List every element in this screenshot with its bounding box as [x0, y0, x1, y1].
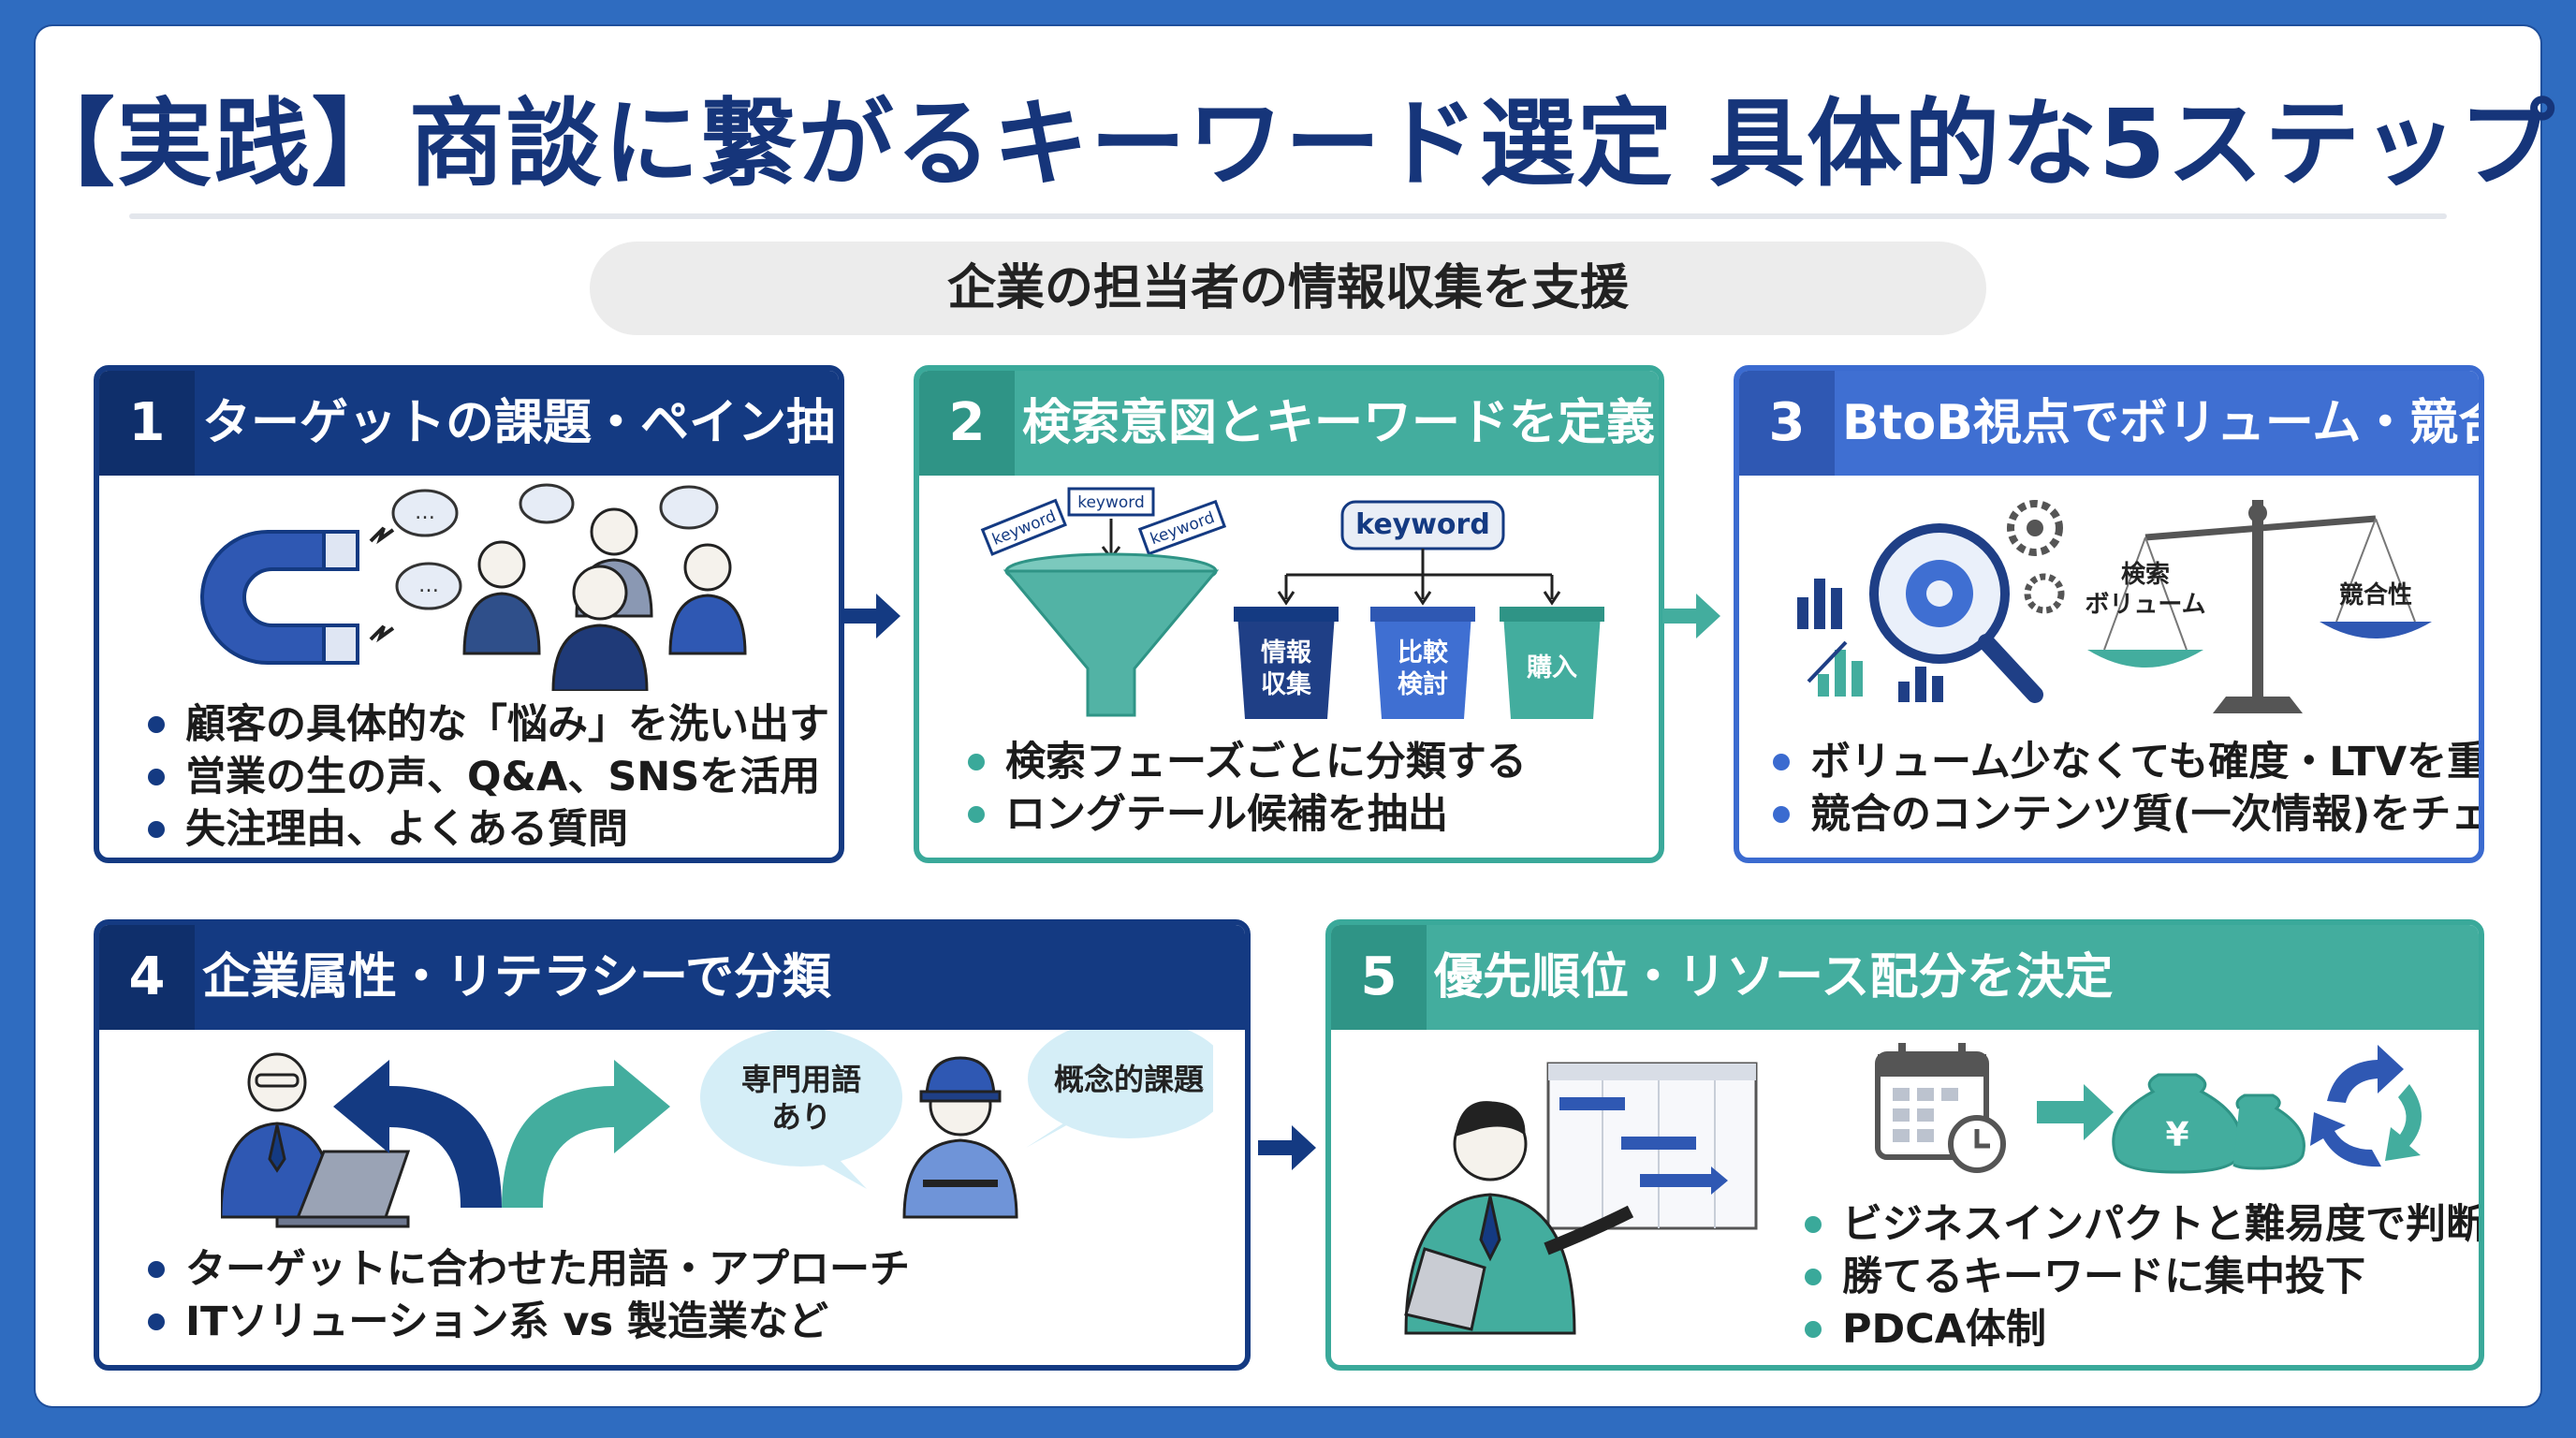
bucket-label: 購入: [1527, 653, 1577, 682]
step-5-header: 5 優先順位・リソース配分を決定: [1331, 925, 2479, 1030]
title-divider: [129, 213, 2447, 219]
funnel-icon: keyword keyword keyword: [980, 487, 1227, 717]
keyword-tag-text: keyword: [1077, 493, 1145, 512]
svg-text:…: …: [415, 501, 435, 524]
list-item: 営業の生の声、Q&A、SNSを活用: [142, 751, 829, 803]
step-4-number: 4: [99, 925, 195, 1030]
step-4-header: 4 企業属性・リテラシーで分類: [99, 925, 1245, 1030]
step-2-header: 2 検索意図とキーワードを定義: [919, 371, 1659, 476]
magnifier-gear-icon: [1869, 500, 2065, 703]
step-1-header: 1 ターゲットの課題・ペイン抽出: [99, 371, 839, 476]
step-5-card: 5 優先順位・リソース配分を決定: [1325, 919, 2484, 1371]
step-1-heading: ターゲットの課題・ペイン抽出: [202, 395, 844, 451]
money-bag-icon: ¥: [2112, 1073, 2305, 1174]
bucket-label: 収集: [1261, 669, 1312, 699]
speech-bubble-jargon: 専門用語 あり: [700, 1030, 902, 1189]
step-2-card: 2 検索意図とキーワードを定義 keyword keyword keyword …: [914, 365, 1664, 863]
funnel-keyword-tree-illustration: keyword keyword keyword keyword 情報 収集: [980, 487, 1604, 719]
bucket-comparison: 比較 検討: [1370, 607, 1475, 719]
step-2-number: 2: [919, 371, 1015, 476]
list-item: ボリューム少なくても確度・LTVを重視: [1767, 736, 2479, 788]
svg-text:¥: ¥: [2165, 1116, 2188, 1154]
speech-bubble-icon: … …: [391, 483, 719, 610]
worker-helmet-icon: [902, 1056, 1018, 1219]
step-2-heading: 検索意図とキーワードを定義: [1022, 395, 1656, 451]
step-4-card: 4 企業属性・リテラシーで分類 専門用語 あり: [94, 919, 1251, 1371]
list-item: 顧客の具体的な「悩み」を洗い出す: [142, 698, 829, 751]
list-item: 失注理由、よくある質問: [142, 803, 829, 856]
presenter-gantt-illustration: [1404, 1062, 1758, 1335]
step-3-header: 3 BtoB視点でボリューム・競合評価: [1739, 371, 2479, 476]
gantt-chart-icon: [1546, 1062, 1758, 1230]
step-1-bullets: 顧客の具体的な「悩み」を洗い出す 営業の生の声、Q&A、SNSを活用 失注理由、…: [142, 698, 829, 856]
list-item: PDCA体制: [1799, 1303, 2479, 1356]
bubble-right-label: 概念的課題: [1054, 1062, 1204, 1097]
step-1-number: 1: [99, 371, 195, 476]
bucket-purchase: 購入: [1500, 607, 1604, 719]
step-4-heading: 企業属性・リテラシーで分類: [202, 949, 831, 1005]
bubble-left-label: あり: [771, 1099, 831, 1135]
step-3-number: 3: [1739, 371, 1835, 476]
step-5-heading: 優先順位・リソース配分を決定: [1434, 949, 2114, 1005]
step-5-bullets: ビジネスインパクトと難易度で判断 勝てるキーワードに集中投下 PDCA体制: [1799, 1198, 2479, 1356]
people-group-icon: [462, 507, 747, 691]
calendar-clock-icon: [1875, 1043, 2006, 1173]
literacy-illustration: 専門用語 あり 概念的課題: [221, 1030, 1213, 1228]
list-item: ITソリューション系 vs 製造業など: [142, 1296, 910, 1348]
bucket-label: 情報: [1261, 638, 1312, 668]
step-3-heading: BtoB視点でボリューム・競合評価: [1842, 395, 2479, 451]
speech-bubble-concept: 概念的課題: [1026, 1030, 1213, 1148]
step-4-bullets: ターゲットに合わせた用語・アプローチ ITソリューション系 vs 製造業など: [142, 1243, 910, 1348]
page-title: 【実践】商談に繋がるキーワード選定 具体的な5ステップ: [19, 89, 2557, 200]
step-1-card: 1 ターゲットの課題・ペイン抽出 … …: [94, 365, 844, 863]
list-item: 競合のコンテンツ質(一次情報)をチェック: [1767, 788, 2479, 841]
presenter-icon: [1404, 1101, 1634, 1335]
arrow-right-icon: [2037, 1084, 2114, 1140]
scale-left-label: ボリューム: [2085, 591, 2205, 619]
list-item: 検索フェーズごとに分類する: [962, 736, 1527, 788]
svg-text:…: …: [418, 574, 439, 597]
analysis-scale-illustration: 検索 ボリューム 競合性: [1797, 500, 2432, 713]
magnet-icon: [200, 526, 395, 665]
arrow-right-icon: [842, 594, 900, 638]
step-2-bullets: 検索フェーズごとに分類する ロングテール候補を抽出: [962, 736, 1527, 841]
step-3-card: 3 BtoB視点でボリューム・競合評価: [1734, 365, 2484, 863]
list-item: ターゲットに合わせた用語・アプローチ: [142, 1243, 910, 1296]
step-5-number: 5: [1331, 925, 1427, 1030]
bucket-label: 比較: [1398, 638, 1449, 668]
magnet-people-illustration: … …: [200, 483, 747, 691]
keyword-tree: keyword: [1277, 500, 1561, 606]
list-item: 勝てるキーワードに集中投下: [1799, 1251, 2479, 1303]
calendar-money-cycle-illustration: ¥: [1875, 1043, 2422, 1174]
businessman-laptop-icon: [221, 1052, 411, 1228]
arrow-right-icon: [1662, 594, 1720, 638]
curved-arrows-icon: [333, 1060, 670, 1208]
bucket-info-gathering: 情報 収集: [1234, 607, 1339, 719]
bucket-label: 検討: [1398, 669, 1448, 699]
bar-chart-icon: [1797, 579, 1943, 702]
step-3-bullets: ボリューム少なくても確度・LTVを重視 競合のコンテンツ質(一次情報)をチェック: [1767, 736, 2479, 841]
list-item: ロングテール候補を抽出: [962, 788, 1527, 841]
tree-root-label: keyword: [1355, 508, 1490, 541]
scale-right-label: 競合性: [2339, 580, 2412, 609]
subtitle-pill: 企業の担当者の情報収集を支援: [590, 242, 1986, 335]
balance-scale-icon: 検索 ボリューム 競合性: [2085, 500, 2432, 713]
bubble-left-label: 専門用語: [741, 1062, 861, 1097]
scale-left-label: 検索: [2121, 561, 2170, 589]
arrow-right-icon: [1258, 1125, 1316, 1170]
cycle-arrows-icon: [2310, 1045, 2422, 1167]
list-item: ビジネスインパクトと難易度で判断: [1799, 1198, 2479, 1251]
